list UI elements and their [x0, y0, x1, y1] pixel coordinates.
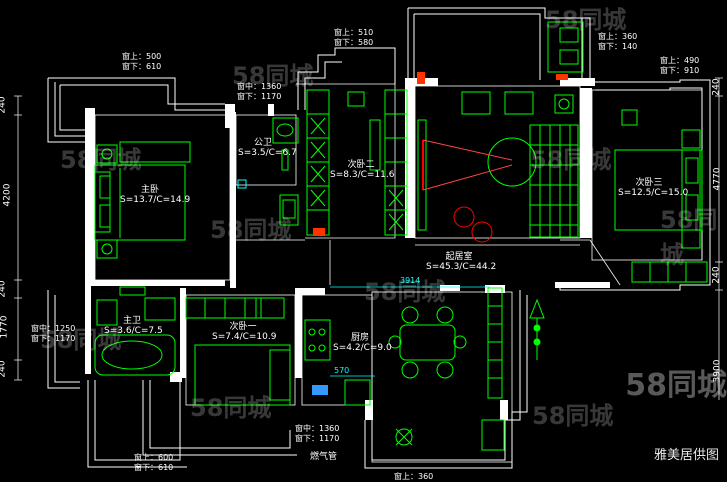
room-name: 主卧: [140, 185, 159, 195]
dimension-lines: [14, 77, 723, 400]
dimension-label: 240: [0, 280, 8, 298]
room-area: S=7.4/C=10.9: [212, 332, 277, 342]
room-label: 起居室 S=45.3/C=44.2: [426, 252, 497, 272]
room-label: 次卧二 S=8.3/C=11.6: [330, 160, 395, 180]
window-note: 窗上：500 窗下：610: [122, 52, 161, 72]
room-area: S=45.3/C=44.2: [426, 262, 497, 272]
room-name: 公卫: [253, 138, 272, 148]
room-area: S=4.2/C=9.0: [333, 343, 392, 353]
window-note-line: 窗下：610: [134, 463, 174, 472]
room-label: 次卧三 S=12.5/C=15.0: [618, 178, 689, 198]
dimension-label: 1770: [0, 315, 10, 339]
room-name: 次卧二: [347, 160, 375, 170]
dimension-label: 4770: [712, 167, 723, 191]
window-note: 窗上：360 窗下：140: [598, 32, 637, 52]
room-outlines: [94, 83, 703, 463]
room-name: 厨房: [350, 333, 369, 343]
window-note: 窗中：1250 窗下：1170: [31, 324, 75, 344]
dimension-label: 240: [0, 96, 8, 114]
window-note-line: 窗下：610: [122, 62, 162, 71]
window-note-line: 窗下：1170: [237, 92, 282, 101]
window-note-line: 窗上：510: [334, 28, 374, 37]
window-note-line: 窗中：1250: [31, 324, 76, 333]
accent-items: [237, 72, 568, 395]
dimension-label: 4200: [2, 183, 13, 207]
dimension-label: 3914: [400, 276, 421, 285]
room-name: 次卧三: [635, 178, 663, 188]
room-name: 主卫: [122, 316, 141, 326]
window-note: 窗上：360: [394, 472, 433, 482]
window-note-line: 窗上：360: [394, 472, 434, 481]
window-note: 窗中：1360 窗下：1170: [295, 424, 339, 444]
room-label: 次卧一 S=7.4/C=10.9: [212, 322, 277, 342]
room-area: S=3.5/C=6.7: [238, 148, 297, 158]
window-note-line: 窗下：910: [660, 66, 700, 75]
window-note-line: 窗上：600: [134, 453, 174, 462]
room-label: 主卧 S=13.7/C=14.9: [120, 185, 191, 205]
window-note: 窗上：510 窗下：580: [334, 28, 373, 48]
room-label: 主卫 S=3.6/C=7.5: [104, 316, 163, 336]
room-label: 公卫 S=3.5/C=6.7: [238, 138, 297, 158]
gas-pipe-label: 燃气管: [310, 452, 338, 462]
window-note-line: 窗下：1170: [31, 334, 76, 343]
dimension-label: 570: [334, 366, 350, 375]
brand-credit: 雅美居供图: [653, 448, 719, 463]
window-note-line: 窗中：1360: [237, 82, 282, 91]
dimension-label: 240: [711, 78, 722, 96]
room-name: 起居室: [445, 252, 473, 262]
room-area: S=8.3/C=11.6: [330, 170, 395, 180]
window-note-line: 窗上：500: [122, 52, 162, 61]
dimension-label: 240: [711, 266, 722, 284]
room-area: S=13.7/C=14.9: [120, 195, 191, 205]
window-note-line: 窗下：1170: [295, 434, 340, 443]
dimension-label: 240: [0, 360, 8, 378]
room-name: 次卧一: [229, 322, 257, 332]
room-area: S=3.6/C=7.5: [104, 326, 163, 336]
window-note-line: 窗中：1360: [295, 424, 340, 433]
window-note-line: 窗上：360: [598, 32, 638, 41]
window-note: 窗中：1360 窗下：1170: [237, 82, 281, 102]
window-note: 窗上：600 窗下：610: [134, 453, 173, 473]
window-note: 窗上：490 窗下：910: [660, 56, 699, 76]
north-arrow-icon: [529, 298, 545, 360]
furniture: [94, 21, 708, 451]
watermark-logo: 58同城: [625, 368, 727, 403]
window-note-line: 窗下：140: [598, 42, 638, 51]
room-area: S=12.5/C=15.0: [618, 188, 689, 198]
window-note-line: 窗下：580: [334, 38, 374, 47]
room-label: 厨房 S=4.2/C=9.0: [333, 333, 392, 353]
window-note-line: 窗上：490: [660, 56, 700, 65]
